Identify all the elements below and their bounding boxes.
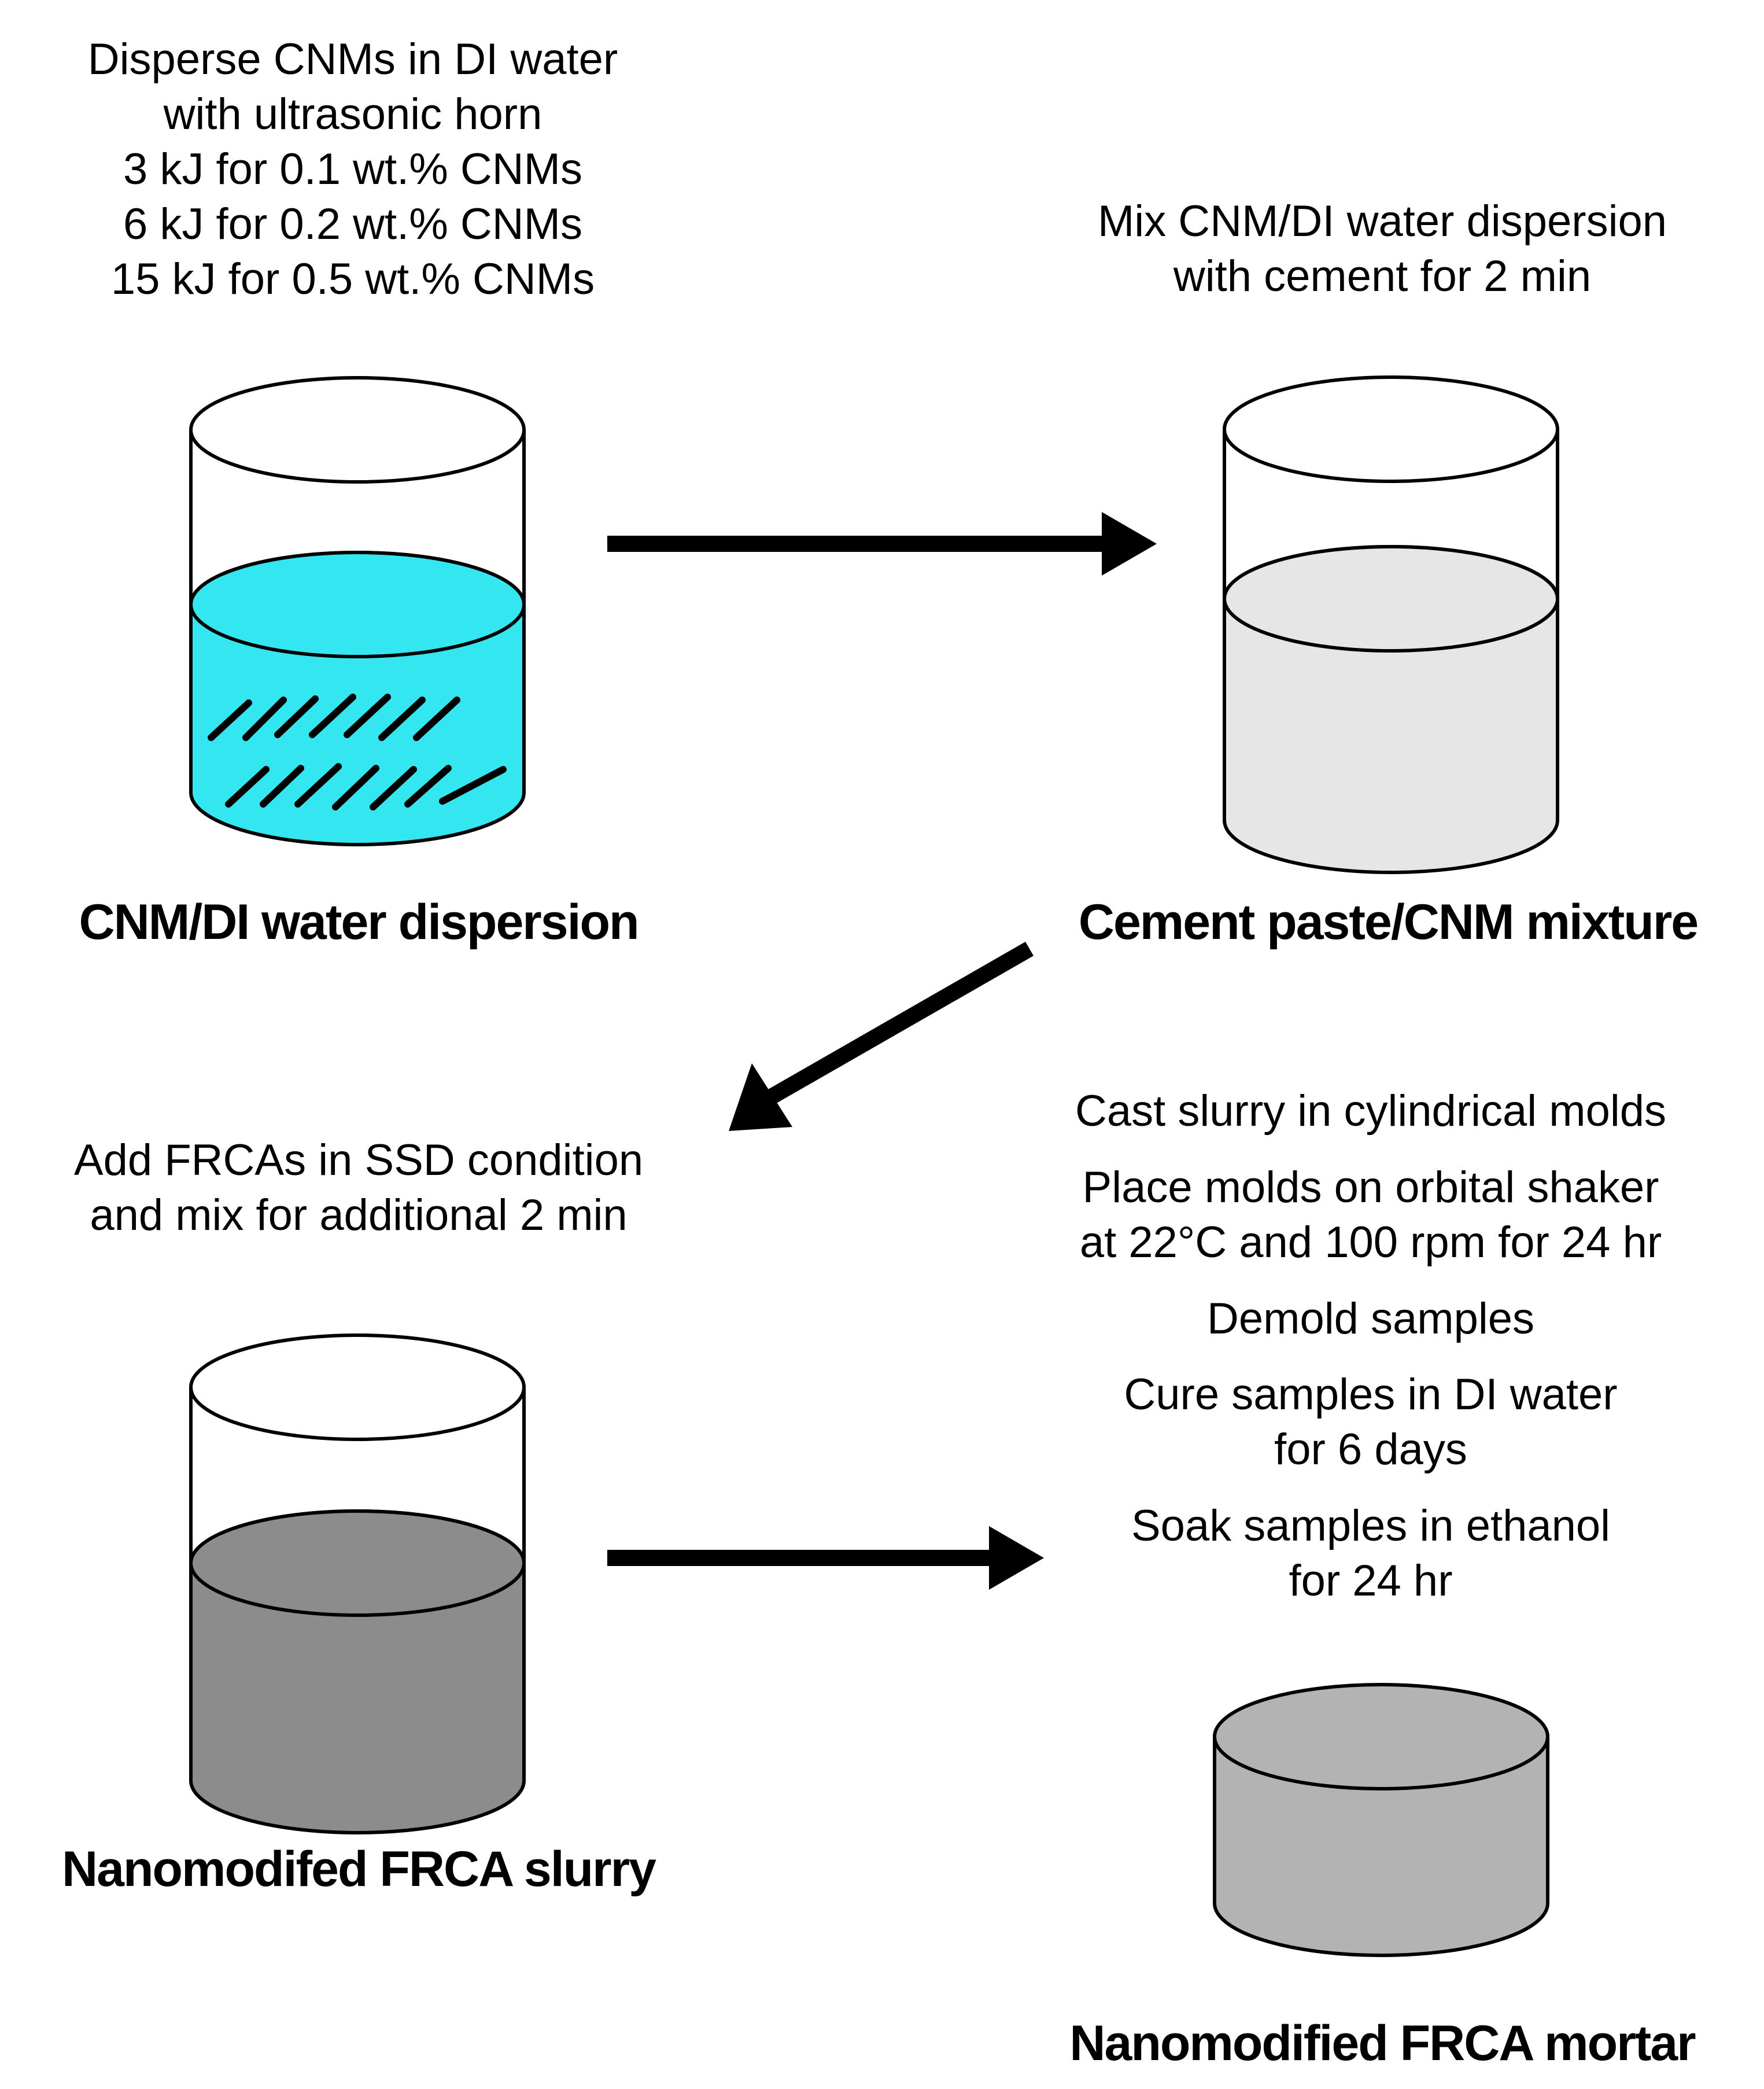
text-line: and mix for additional 2 min <box>90 1191 628 1240</box>
text-line: for 24 hr <box>1289 1556 1453 1605</box>
text-line: for 6 days <box>1274 1425 1467 1474</box>
text-line: Add FRCAs in SSD condition <box>73 1136 644 1185</box>
text-line: Place molds on orbital shaker <box>1082 1163 1659 1212</box>
text-line: 6 kJ for 0.2 wt.% CNMs <box>123 200 582 249</box>
mortar-cylinder <box>1213 1683 1549 1957</box>
label-mortar: Nanomodified FRCA mortar <box>1069 2016 1696 2071</box>
arrow-diagonal <box>729 941 1034 1131</box>
cnm-fiber <box>413 697 460 741</box>
arrow-right-bottom <box>607 1526 1044 1590</box>
step-cast-text: Cast slurry in cylindrical molds <box>983 1084 1758 1139</box>
text-line: Cure samples in DI water <box>1124 1370 1618 1419</box>
slurry-liquid-surface <box>189 1509 526 1617</box>
cnm-fiber <box>242 697 287 741</box>
cnm-fiber <box>225 766 270 808</box>
cnm-fiber <box>370 766 417 810</box>
cnm-fiber <box>439 766 507 805</box>
mortar-top <box>1213 1683 1549 1790</box>
beaker-rim <box>189 376 526 484</box>
arrow-right-top <box>607 512 1157 576</box>
beaker-cement-mixture <box>1223 375 1559 874</box>
text-line: Soak samples in ethanol <box>1131 1501 1611 1550</box>
text-line: with ultrasonic horn <box>163 90 543 139</box>
text-line: with cement for 2 min <box>1173 252 1592 301</box>
label-cement-mixture: Cement paste/CNM mixture <box>1078 894 1699 950</box>
cement-liquid-surface <box>1223 545 1559 653</box>
step-disperse-text: Disperse CNMs in DI water with ultrasoni… <box>23 32 682 307</box>
text-line: Disperse CNMs in DI water <box>87 35 618 84</box>
mortar-body <box>1213 1735 1549 1957</box>
cnm-fiber <box>378 697 426 741</box>
step-demold-text: Demold samples <box>983 1291 1758 1346</box>
step-shaker-text: Place molds on orbital shaker at 22°C an… <box>983 1160 1758 1270</box>
step-mix-cement-text: Mix CNM/DI water dispersion with cement … <box>1006 194 1758 304</box>
beaker-slurry <box>189 1333 526 1834</box>
cnm-fiber <box>344 694 391 738</box>
step-cure-text: Cure samples in DI water for 6 days <box>983 1367 1758 1477</box>
cnm-fibers <box>208 694 507 810</box>
text-line: Mix CNM/DI water dispersion <box>1098 197 1667 246</box>
step-soak-text: Soak samples in ethanol for 24 hr <box>983 1498 1758 1608</box>
cnm-fiber <box>260 765 304 808</box>
label-dispersion: CNM/DI water dispersion <box>79 894 639 950</box>
cnm-fiber <box>208 699 252 741</box>
step-add-frca-text: Add FRCAs in SSD condition and mix for a… <box>12 1133 706 1243</box>
cnm-fiber <box>309 694 356 738</box>
text-line: at 22°C and 100 rpm for 24 hr <box>1079 1218 1662 1267</box>
beaker-rim <box>189 1333 526 1441</box>
beaker-rim <box>1223 375 1559 483</box>
text-line: 3 kJ for 0.1 wt.% CNMs <box>123 145 582 194</box>
label-slurry: Nanomodifed FRCA slurry <box>62 1841 656 1897</box>
text-line: 15 kJ for 0.5 wt.% CNMs <box>110 255 595 304</box>
cnm-fiber <box>404 765 452 808</box>
text-line: Cast slurry in cylindrical molds <box>1075 1086 1667 1136</box>
cnm-fiber <box>294 763 342 808</box>
cnm-fiber <box>274 695 319 738</box>
dispersion-liquid-surface <box>189 551 526 658</box>
text-line: Demold samples <box>1207 1294 1534 1343</box>
cnm-fiber <box>332 765 379 810</box>
beaker-dispersion <box>189 376 526 846</box>
